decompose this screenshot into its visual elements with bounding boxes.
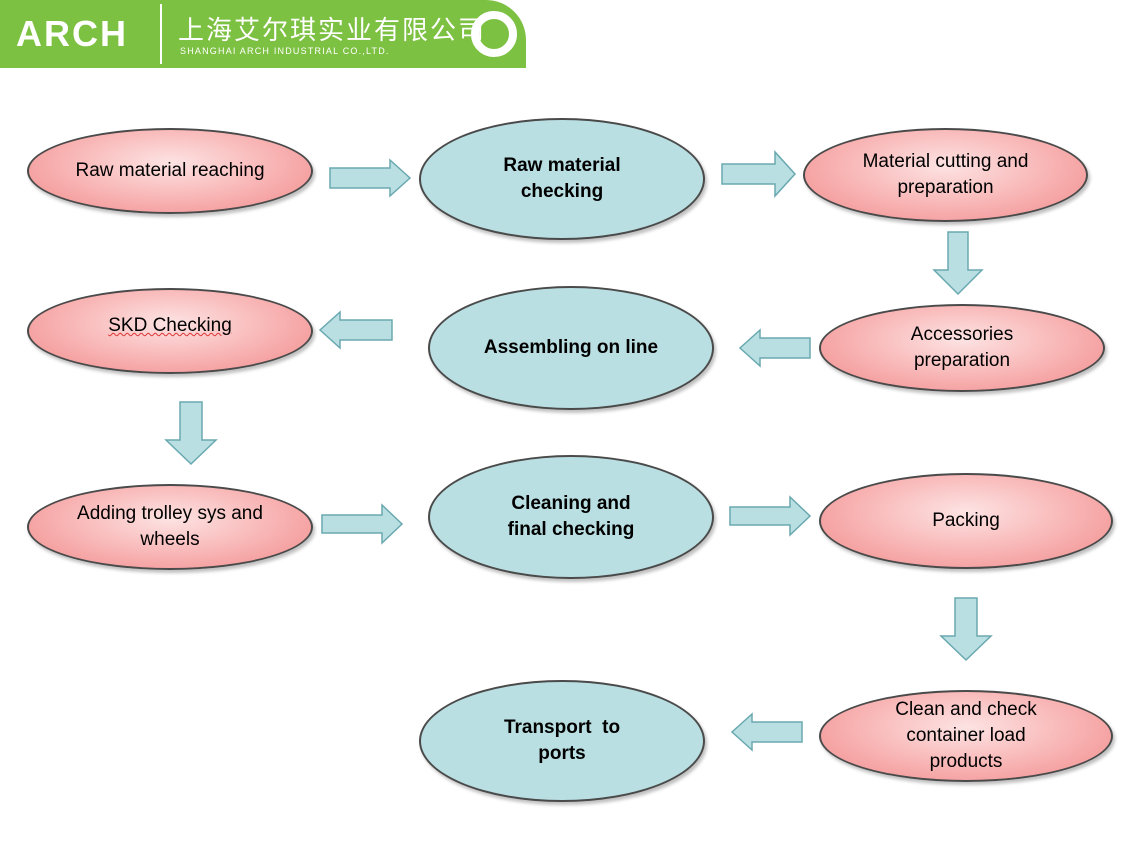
- header-banner: ARCH 上海艾尔琪实业有限公司 SHANGHAI ARCH INDUSTRIA…: [0, 0, 526, 68]
- step-label: Adding trolley sys and wheels: [77, 503, 263, 550]
- arrow-down-2: [164, 401, 218, 466]
- arrow-right-4: [729, 495, 812, 537]
- step-label: Cleaning and final checking: [507, 493, 635, 540]
- step-cleaning-final-checking: Cleaning and final checking: [428, 455, 714, 579]
- arrow-left-3: [730, 712, 803, 752]
- arrow-right-3: [321, 503, 404, 545]
- arrow-right-2: [721, 150, 797, 198]
- step-transport-to-ports: Transport to ports: [419, 680, 705, 802]
- company-name-english: SHANGHAI ARCH INDUSTRIAL CO.,LTD.: [180, 46, 390, 56]
- company-name-chinese: 上海艾尔琪实业有限公司: [178, 15, 487, 45]
- step-label: SKD Checking: [108, 315, 232, 336]
- step-adding-trolley: Adding trolley sys and wheels: [27, 484, 313, 570]
- step-label: Assembling on line: [483, 337, 659, 358]
- arrow-down-1: [932, 231, 984, 296]
- banner-divider: [160, 4, 162, 64]
- step-label: Raw material checking: [503, 155, 621, 202]
- step-label: Transport to ports: [503, 717, 626, 764]
- step-label: Material cutting and preparation: [862, 151, 1029, 198]
- step-material-cutting: Material cutting and preparation: [803, 128, 1088, 222]
- step-raw-material-reaching: Raw material reaching: [27, 128, 313, 214]
- arrow-left-1: [738, 328, 811, 368]
- step-raw-material-checking: Raw material checking: [419, 118, 705, 240]
- ring-logo-icon: [471, 11, 517, 57]
- step-label: Packing: [932, 510, 1000, 531]
- step-label: Raw material reaching: [75, 160, 265, 181]
- company-logo: ARCH: [16, 13, 128, 54]
- step-accessories-preparation: Accessories preparation: [819, 304, 1105, 392]
- arrow-right-1: [329, 158, 412, 198]
- step-label: Clean and check container load products: [895, 699, 1037, 772]
- step-skd-checking: SKD Checking: [27, 288, 313, 374]
- arrow-left-2: [318, 310, 393, 350]
- step-label: Accessories preparation: [910, 324, 1014, 371]
- step-assembling-on-line: Assembling on line: [428, 286, 714, 410]
- arrow-down-3: [939, 597, 993, 662]
- step-clean-check-container: Clean and check container load products: [819, 690, 1113, 782]
- step-packing: Packing: [819, 473, 1113, 569]
